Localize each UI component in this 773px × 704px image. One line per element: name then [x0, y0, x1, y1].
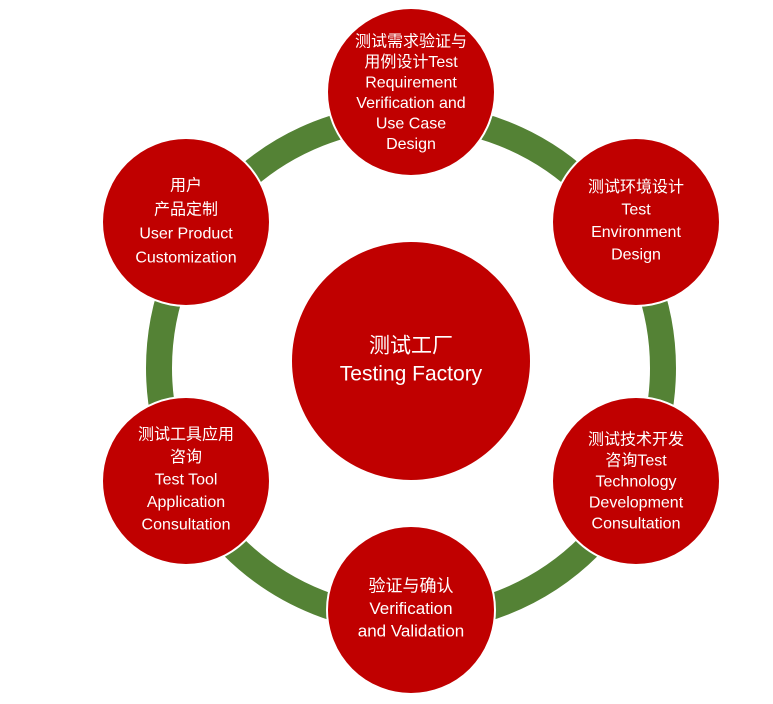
node-technology-development-label-line: Development: [589, 495, 684, 512]
node-verification-validation-circle: [326, 525, 496, 695]
node-tool-application-label-line: Application: [147, 494, 225, 511]
node-requirement-verification-circle: [326, 7, 496, 177]
node-tool-application-label-line: 测试工具应用: [138, 425, 234, 444]
node-technology-development: 测试技术开发咨询TestTechnologyDevelopmentConsult…: [551, 396, 721, 566]
node-verification-validation-label-line: Verification: [369, 599, 452, 618]
center-node-testing-factory-circle: [290, 240, 532, 482]
node-product-customization-label-line: Customization: [135, 250, 236, 267]
node-requirement-verification-label-line: Verification and: [356, 95, 465, 112]
node-tool-application-label-line: 咨询: [170, 448, 202, 466]
node-tool-application-label-line: Test Tool: [155, 472, 218, 489]
node-product-customization-label-line: 产品定制: [154, 201, 218, 219]
node-environment-design-label-line: 测试环境设计: [588, 177, 684, 196]
node-tool-application-label-line: Consultation: [142, 517, 231, 534]
node-requirement-verification-label-line: Requirement: [365, 74, 457, 91]
node-technology-development-label-line: Technology: [596, 474, 677, 491]
center-node-testing-factory-label-line: 测试工厂: [369, 334, 453, 357]
node-requirement-verification-label-line: Use Case: [376, 115, 446, 132]
node-environment-design-label-line: Environment: [591, 224, 681, 241]
node-requirement-verification-label-line: 用例设计Test: [364, 53, 458, 71]
node-verification-validation: 验证与确认 Verification and Validation: [326, 525, 496, 695]
node-requirement-verification-label-line: 测试需求验证与: [355, 32, 467, 50]
node-product-customization-label-line: User Product: [139, 226, 233, 243]
node-technology-development-label-line: 测试技术开发: [588, 431, 684, 449]
node-technology-development-label-line: 咨询Test: [605, 452, 667, 470]
node-product-customization-circle: [101, 137, 271, 307]
center-node-testing-factory-label-line: Testing Factory: [340, 362, 483, 385]
node-environment-design-label-line: Design: [611, 246, 661, 263]
node-technology-development-label-line: Consultation: [592, 516, 681, 533]
node-requirement-verification-label-line: Design: [386, 136, 436, 153]
node-product-customization-label-line: 用户: [170, 177, 202, 195]
node-technology-development-circle: [551, 396, 721, 566]
node-verification-validation-label-line: and Validation: [358, 622, 465, 641]
node-verification-validation-label-line: 验证与确认: [369, 577, 454, 596]
node-environment-design-circle: [551, 137, 721, 307]
center-node: 测试工厂 Testing Factory: [290, 240, 532, 482]
node-environment-design-label-line: Test: [621, 201, 651, 218]
node-tool-application-circle: [101, 396, 271, 566]
center-node-testing-factory: 测试工厂 Testing Factory: [290, 240, 532, 482]
